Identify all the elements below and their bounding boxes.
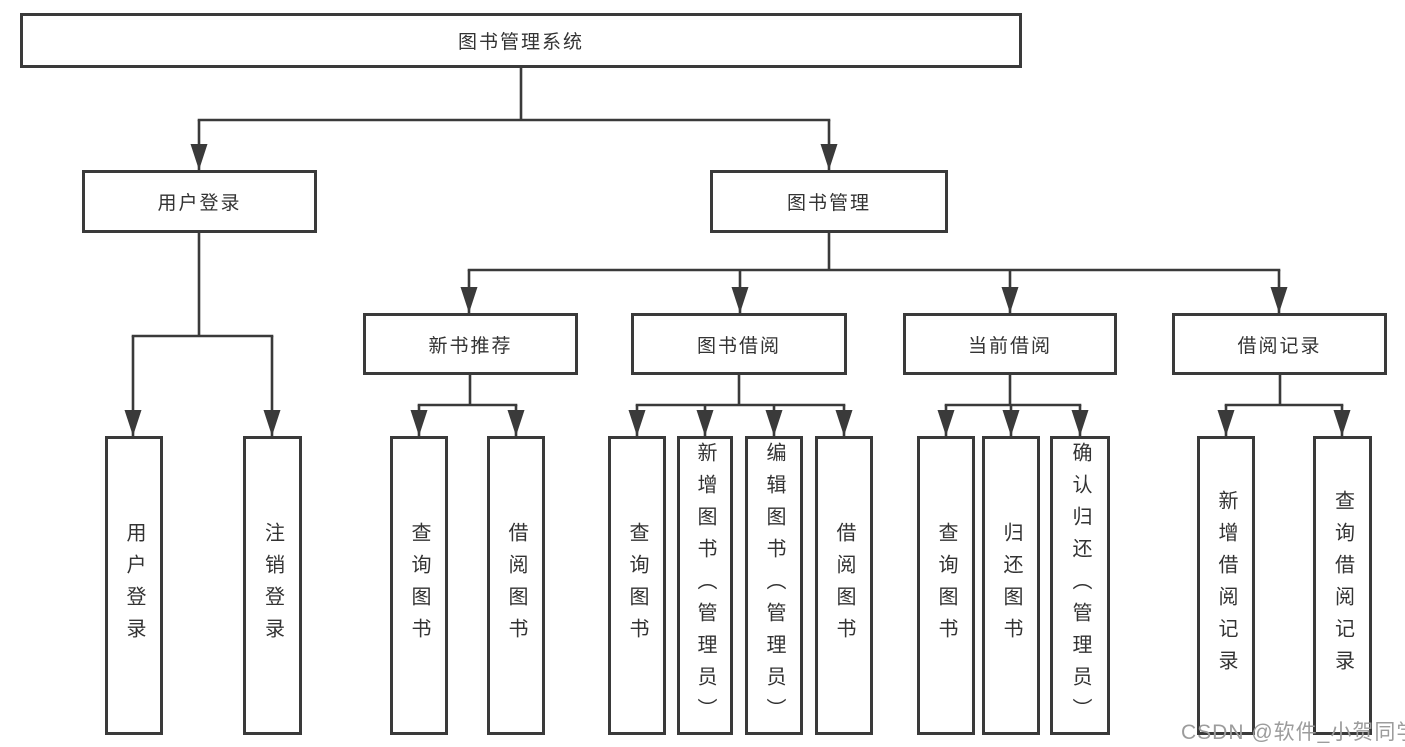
node-current-borrowing: 当前借阅 <box>903 313 1117 375</box>
leaf-edit-book-admin: 编辑图书（管理员） <box>745 436 803 735</box>
node-label: 借阅图书 <box>505 521 527 650</box>
node-label: 查询图书 <box>935 521 957 650</box>
leaf-borrow-books: 借阅图书 <box>815 436 873 735</box>
node-label: 查询图书 <box>626 521 648 650</box>
leaf-query-books-current: 查询图书 <box>917 436 975 735</box>
node-new-book-recommend: 新书推荐 <box>363 313 578 375</box>
node-library-system: 图书管理系统 <box>20 13 1022 68</box>
node-label: 图书借阅 <box>696 335 781 357</box>
leaf-query-borrow-record: 查询借阅记录 <box>1313 436 1372 735</box>
node-borrowing-records: 借阅记录 <box>1172 313 1387 375</box>
node-label: 新增借阅记录 <box>1215 489 1237 682</box>
node-label: 新书推荐 <box>428 335 513 357</box>
leaf-user-login: 用户登录 <box>105 436 163 735</box>
leaf-confirm-return-admin: 确认归还（管理员） <box>1050 436 1110 735</box>
node-book-borrowing: 图书借阅 <box>631 313 847 375</box>
node-label: 图书管理 <box>786 193 871 214</box>
node-book-management: 图书管理 <box>710 170 948 233</box>
leaf-add-book-admin: 新增图书（管理员） <box>677 436 733 735</box>
leaf-query-books-recommend: 查询图书 <box>390 436 448 735</box>
node-label: 借阅图书 <box>833 521 855 650</box>
node-label: 查询借阅记录 <box>1331 489 1354 682</box>
node-label: 编辑图书（管理员） <box>763 441 785 730</box>
leaf-return-books: 归还图书 <box>982 436 1040 735</box>
node-label: 借阅记录 <box>1237 335 1322 357</box>
node-label: 用户登录 <box>157 193 242 214</box>
node-label: 确认归还（管理员） <box>1069 441 1091 730</box>
leaf-logout: 注销登录 <box>243 436 302 735</box>
csdn-watermark: CSDN @软件_小贺同学 <box>1181 721 1405 744</box>
node-user-login: 用户登录 <box>82 170 317 233</box>
node-label: 新增图书（管理员） <box>694 441 716 730</box>
node-label: 注销登录 <box>261 521 284 650</box>
node-label: 图书管理系统 <box>457 32 584 53</box>
node-label: 查询图书 <box>408 521 430 650</box>
node-label: 归还图书 <box>1000 521 1022 650</box>
node-label: 当前借阅 <box>967 335 1052 357</box>
leaf-add-borrow-record: 新增借阅记录 <box>1197 436 1255 735</box>
leaf-borrow-books-recommend: 借阅图书 <box>487 436 545 735</box>
node-label: 用户登录 <box>123 521 145 650</box>
leaf-query-books-borrow: 查询图书 <box>608 436 666 735</box>
